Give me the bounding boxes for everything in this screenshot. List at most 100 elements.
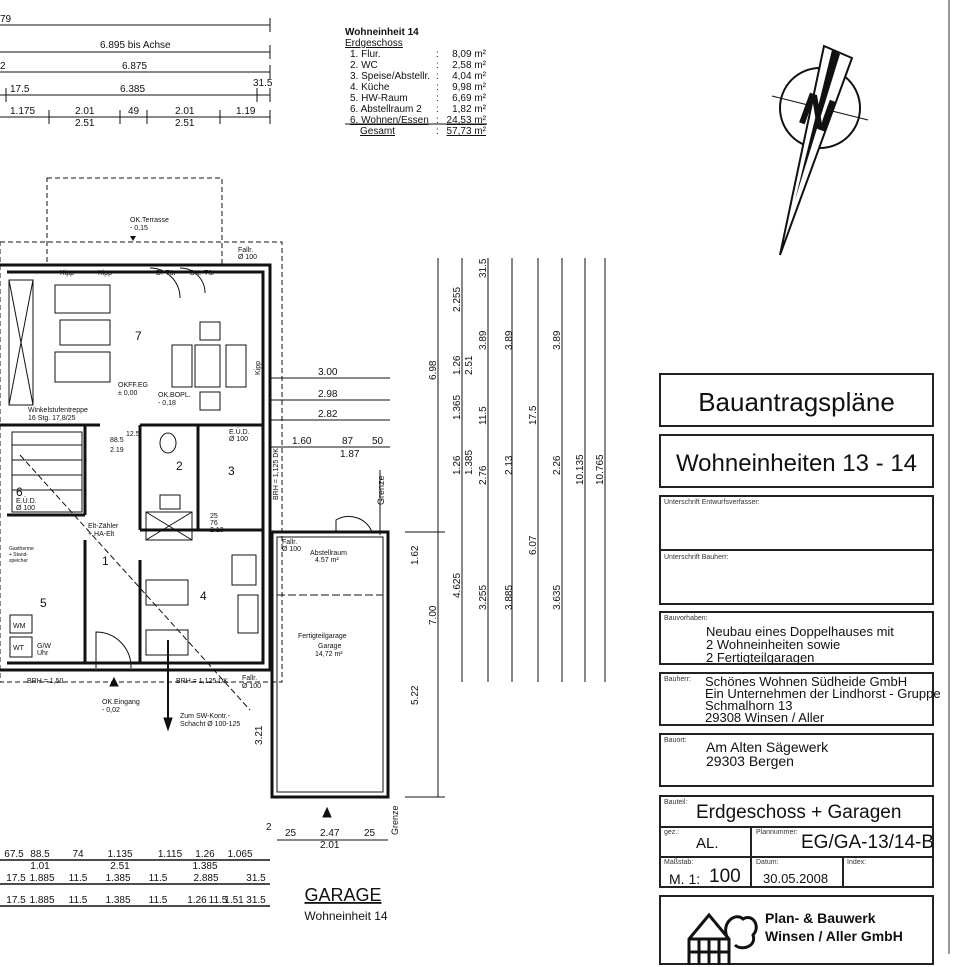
dim-label: 1.365 xyxy=(452,395,463,420)
dim-label: 31.5 xyxy=(253,78,273,89)
dim-label: 3.885 xyxy=(504,585,515,610)
label: Ø 100 xyxy=(229,436,248,443)
label: E.Ü.D. xyxy=(229,428,250,436)
dim-label: 2.82 xyxy=(318,409,338,420)
dim-label: 2.76 xyxy=(478,465,489,485)
dim-label: 11.5 xyxy=(209,895,228,906)
room-number: 7 xyxy=(135,329,142,343)
window-label: Kipp xyxy=(60,270,74,277)
level-label: OK.Eingang xyxy=(102,699,140,706)
garage-labels: Fallr. Ø 100 Abstellraum 4.57 m² Fertigt… xyxy=(254,367,400,851)
area-row-name: 6. Abstellraum 2 xyxy=(350,104,422,115)
dim-label: 2 xyxy=(0,61,6,72)
location-box: Bauort: Am Alten Sägewerk 29303 Bergen xyxy=(659,733,934,787)
area-row-name: 6. Wohnen/Essen xyxy=(350,115,429,126)
dim-label: 2.26 xyxy=(552,455,563,475)
page-edge xyxy=(948,0,950,954)
dim-label: 25 xyxy=(210,513,218,520)
label: BRH = 1,125 DK. xyxy=(273,446,280,500)
dim-label: 2.01 xyxy=(320,840,340,851)
dim-label: 1.885 xyxy=(29,895,54,906)
date-label: Datum: xyxy=(756,859,779,866)
dim-label: 79 xyxy=(0,14,12,25)
top-dimension-labels: 79 6.895 bis Achse 2 6.875 17.5 6.385 31… xyxy=(0,14,273,129)
dim-label: 31.5 xyxy=(246,895,266,906)
dim-label: 17.5 xyxy=(528,405,539,425)
dim-label: 2.19 xyxy=(210,527,224,534)
dim-label: 1.385 xyxy=(464,450,475,475)
area-row-value: 8,09 m² xyxy=(452,49,487,60)
dim-label: 2.255 xyxy=(452,287,463,312)
part-value: Erdgeschoss + Garagen xyxy=(696,802,902,823)
dim-label: 17.5 xyxy=(6,873,26,884)
boundary-label: Grenze xyxy=(390,805,400,835)
dim-label: 3.89 xyxy=(552,330,563,350)
dim-label: 31.5 xyxy=(478,258,489,278)
location-line: Am Alten Sägewerk xyxy=(706,739,829,755)
label: Schacht Ø 100-125 xyxy=(180,721,240,728)
dim-label: 76 xyxy=(210,520,218,527)
area-table-floor: Erdgeschoss xyxy=(345,38,403,49)
garage-outline xyxy=(270,377,390,841)
area-total-value: 57,73 m² xyxy=(447,126,487,137)
plan-labels: Kipp Kipp D.-Tür DK.-Tür Fallr. Ø 100 7 … xyxy=(9,247,280,728)
label: Fallr. xyxy=(242,675,257,682)
colon: : xyxy=(436,82,439,93)
dim-label: 1.065 xyxy=(227,849,252,860)
top-dimension-lines xyxy=(0,18,271,124)
dim-label: 3.00 xyxy=(318,367,338,378)
area-row-name: 4. Küche xyxy=(350,82,390,93)
dim-label: 2.98 xyxy=(318,389,338,400)
room-number: 3 xyxy=(228,464,235,478)
label: 4.57 m² xyxy=(315,557,339,564)
plan-info-box: Bauteil: Erdgeschoss + Garagen gez.: AL.… xyxy=(659,795,934,888)
dim-label: 7.00 xyxy=(428,605,439,625)
dim-label: 49 xyxy=(128,106,140,117)
label: WM xyxy=(13,623,26,630)
dim-label: 11.5 xyxy=(69,895,88,906)
dim-label: 3.89 xyxy=(504,330,515,350)
boundary-label: Grenze xyxy=(376,475,386,505)
dim-label: 88.5 xyxy=(110,437,124,444)
label: 14,72 m² xyxy=(315,651,343,658)
units-title: Wohneinheiten 13 - 14 xyxy=(675,450,918,477)
signature-box: Unterschrift Entwurfsverfasser: Untersch… xyxy=(659,495,934,605)
dim-label: 3.21 xyxy=(254,725,265,745)
area-row-name: 5. HW-Raum xyxy=(350,93,408,104)
dim-label: 1.885 xyxy=(29,873,54,884)
north-arrow: N xyxy=(771,44,869,256)
dim-label: 11.5 xyxy=(69,873,88,884)
area-total-label: Gesamt xyxy=(360,126,395,137)
level-label: OK.BOPL. xyxy=(158,392,191,399)
dim-label: 25 xyxy=(285,828,297,839)
project-line: Neubau eines Doppelhauses mit xyxy=(706,624,894,639)
room-number: 4 xyxy=(200,589,207,603)
dim-label: 1.385 xyxy=(105,895,130,906)
window-label: Kipp xyxy=(98,270,112,277)
project-line: 2 Wohneinheiten sowie xyxy=(706,637,841,652)
house-walls xyxy=(0,263,272,672)
dim-label: 31.5 xyxy=(246,873,266,884)
dim-label: 87 xyxy=(342,436,354,447)
dim-label: 50 xyxy=(372,436,384,447)
dim-label: 11.5 xyxy=(149,873,168,884)
dim-label: 17.5 xyxy=(6,895,26,906)
client-line: Schmalhorn 13 xyxy=(705,698,793,713)
dim-label: 1.26 xyxy=(187,895,207,906)
client-box: Bauherr: Schönes Wohnen Südheide GmbH Ei… xyxy=(659,672,941,726)
area-row-value: 1,82 m² xyxy=(452,104,487,115)
area-table-title: Wohneinheit 14 xyxy=(345,27,419,38)
terrace-outline xyxy=(46,177,223,266)
label: Elt-Zähler xyxy=(88,523,119,530)
plan-title: Bauantragspläne xyxy=(698,387,895,417)
label: BRH = 1,125 DK. xyxy=(176,678,230,685)
dim-label: 11.5 xyxy=(478,406,489,425)
scale-label: Maßstab: xyxy=(664,859,694,866)
dim-label: 1.26 xyxy=(452,455,463,475)
north-label: N xyxy=(793,82,842,142)
level-label: - 0,02 xyxy=(102,707,120,714)
firm-box: Plan- & Bauwerk Winsen / Aller GmbH xyxy=(659,895,934,965)
dim-label: 74 xyxy=(72,849,84,860)
